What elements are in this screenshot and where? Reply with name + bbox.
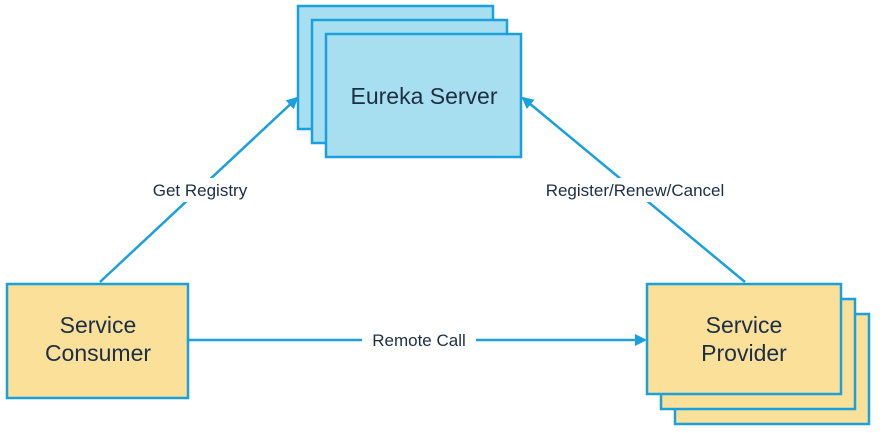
get-registry-label-bg — [142, 178, 258, 202]
service-provider-box — [645, 282, 843, 396]
eureka-server-box — [324, 32, 523, 159]
register-renew-cancel-label: Register/Renew/Cancel — [546, 181, 725, 200]
get-registry-label: Get Registry — [153, 181, 248, 200]
eureka-server-label: Eureka Server — [350, 83, 497, 109]
service-provider-label-line1: Service — [706, 312, 783, 338]
remote-call-label-bg — [362, 328, 476, 352]
service-consumer-box — [5, 282, 190, 400]
remote-call-label: Remote Call — [372, 331, 466, 350]
service-provider-node: Service Provider — [645, 282, 871, 426]
register-renew-cancel-label-bg — [528, 178, 742, 202]
register-renew-cancel-edge: Register/Renew/Cancel — [521, 96, 746, 283]
service-consumer-node: Service Consumer — [5, 282, 190, 400]
service-consumer-label-line1: Service — [60, 312, 137, 338]
get-registry-edge: Get Registry — [99, 96, 299, 283]
eureka-server-node: Eureka Server — [296, 4, 523, 159]
remote-call-edge: Remote Call — [189, 328, 647, 352]
service-provider-label-line2: Provider — [701, 340, 787, 366]
service-consumer-label-line2: Consumer — [45, 340, 151, 366]
